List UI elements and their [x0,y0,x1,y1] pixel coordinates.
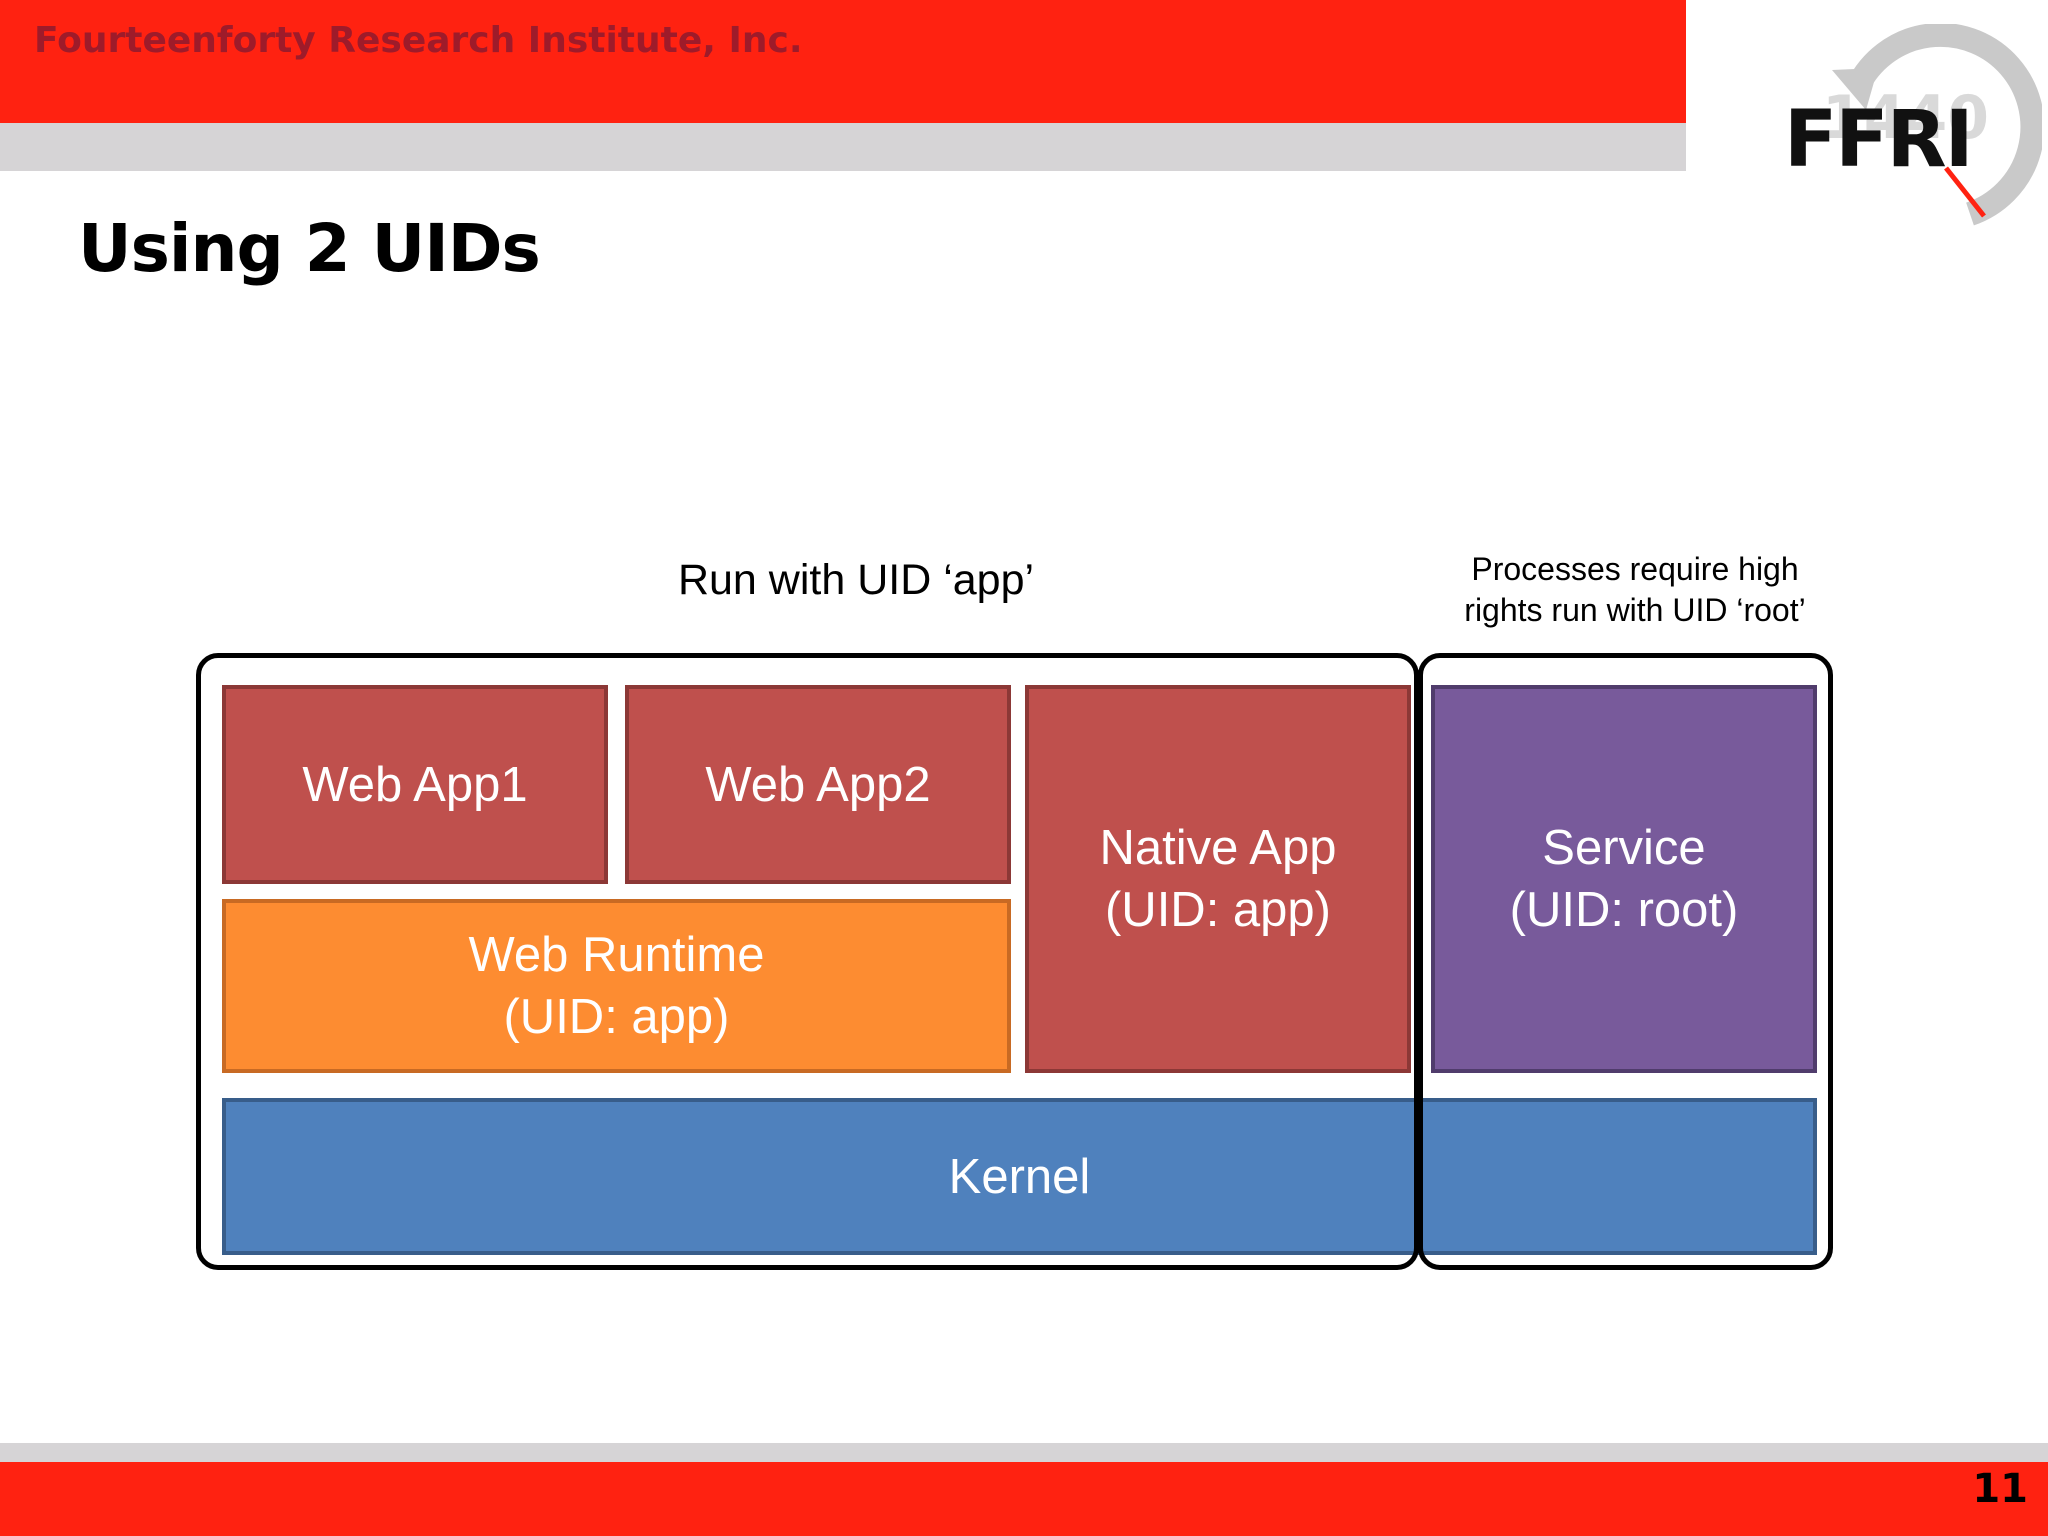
service-uid: (UID: root) [1509,883,1739,937]
footer-gray-band [0,1443,2048,1462]
label-root-processes: Processes require high rights run with U… [1405,549,1865,631]
web-app1-block: Web App1 [222,685,608,884]
web-app2-label: Web App2 [705,757,931,812]
uid-app-group-outline [196,653,1419,1270]
slide-title: Using 2 UIDs [78,210,541,287]
company-name: Fourteenforty Research Institute, Inc. [34,20,803,61]
web-runtime-uid: (UID: app) [503,990,730,1044]
svg-text:1440: 1440 [1822,83,1989,153]
page-number: 11 [1972,1466,2028,1512]
uid-root-group-outline [1418,653,1833,1270]
web-app1-label: Web App1 [302,757,528,812]
native-app-uid: (UID: app) [1104,883,1331,937]
native-app-label: Native App [1099,821,1337,875]
kernel-label: Kernel [948,1149,1091,1204]
label-root-line1: Processes require high [1471,551,1799,587]
label-root-line2: rights run with UID ‘root’ [1464,592,1806,628]
service-block: Service (UID: root) [1431,685,1817,1073]
header-gray-band [0,123,1686,171]
logo-text: FFRI [1784,95,1972,185]
footer-bar [0,1462,2048,1536]
ffri-logo: 1440 FFRI [1770,22,2045,250]
header-bar: Fourteenforty Research Institute, Inc. [0,0,1686,123]
web-runtime-label: Web Runtime [468,928,765,982]
web-runtime-block: Web Runtime (UID: app) [222,899,1011,1073]
web-app2-block: Web App2 [625,685,1011,884]
service-label: Service [1542,821,1706,875]
native-app-block: Native App (UID: app) [1025,685,1411,1073]
label-run-with-uid-app: Run with UID ‘app’ [677,556,1035,604]
kernel-block: Kernel [222,1098,1817,1255]
